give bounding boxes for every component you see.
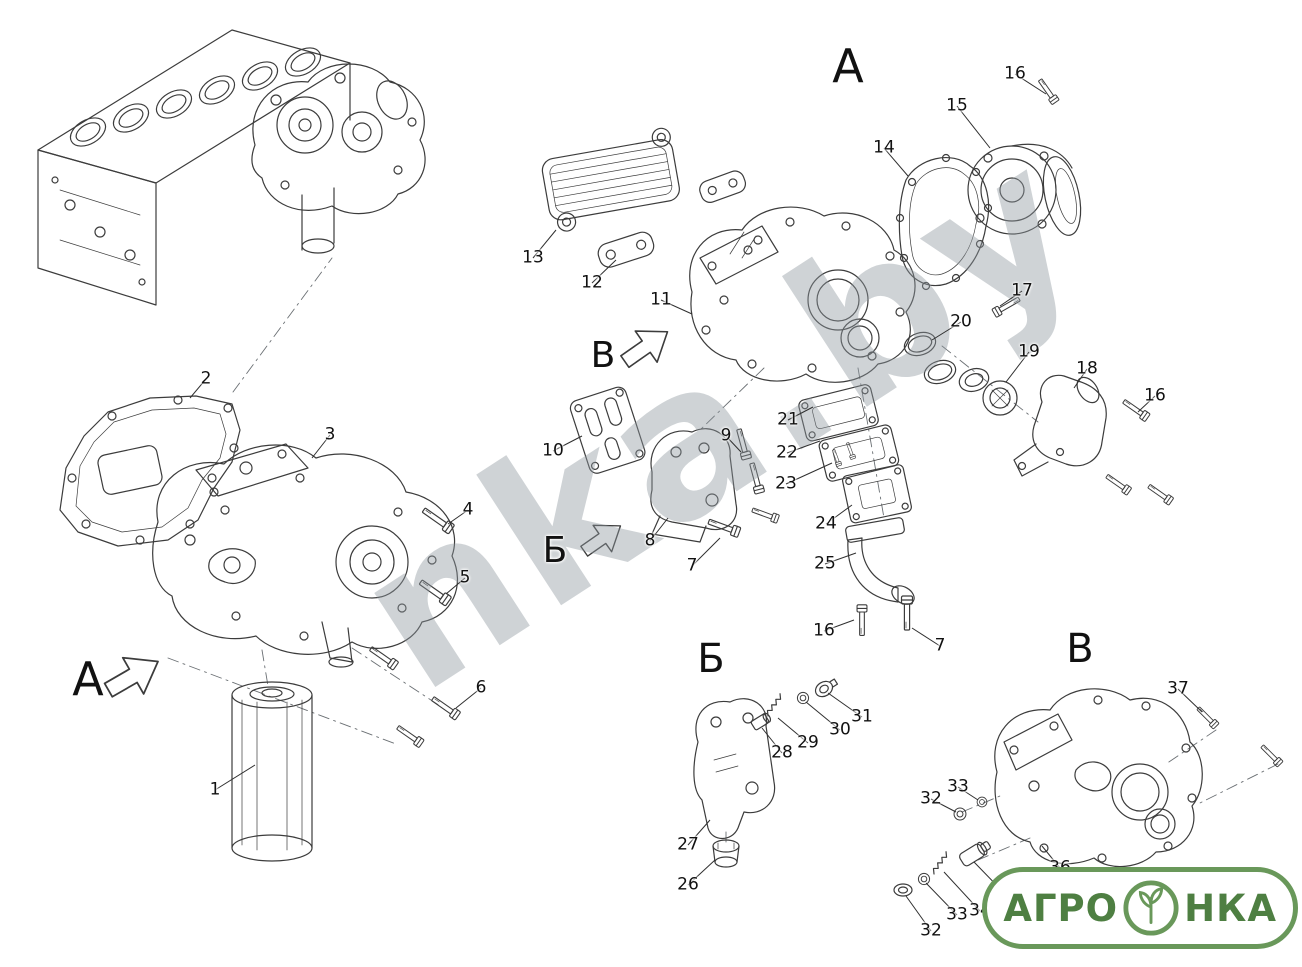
plug-26-drawing — [712, 839, 740, 868]
leader-line — [956, 105, 991, 149]
oil-filter-drawing — [231, 681, 313, 862]
gasket-2-drawing — [59, 395, 241, 547]
bracket-8-drawing — [650, 428, 738, 543]
bracket-27-drawing — [693, 698, 776, 840]
leader-line — [455, 687, 482, 709]
logo-leaf-icon — [1122, 879, 1180, 937]
plug-31-drawing — [814, 678, 839, 698]
leader-line — [930, 798, 957, 813]
leader-line — [649, 517, 669, 542]
leader-line — [925, 882, 958, 916]
leader-line — [827, 692, 863, 718]
leader-line — [311, 434, 331, 459]
washer-32-drawing — [893, 883, 913, 897]
leader-line — [687, 819, 711, 846]
agronka-logo: АГРО НКА — [982, 867, 1298, 949]
thermostat-drawing — [958, 367, 1018, 416]
flange-24-drawing — [841, 464, 912, 524]
gasket-14-drawing — [895, 153, 993, 291]
gasket-12-drawing — [597, 231, 655, 268]
logo-text-right: НКА — [1184, 886, 1277, 930]
housing-3-drawing — [152, 443, 458, 668]
leader-line — [687, 859, 716, 886]
housing-36-drawing — [994, 688, 1203, 868]
plunger-35-drawing — [959, 841, 991, 867]
leader-line — [445, 577, 466, 595]
leader-line — [1073, 368, 1088, 389]
leader-line — [824, 552, 857, 565]
leader-line — [931, 321, 962, 341]
engine-block-drawing — [37, 29, 351, 306]
fitting-28-drawing — [750, 712, 772, 731]
bracket-10-drawing — [569, 386, 646, 474]
outlet-elbow-drawing — [1013, 374, 1107, 477]
logo-text-left: АГРО — [1003, 886, 1119, 930]
leader-line — [805, 701, 841, 731]
leader-line — [447, 509, 469, 525]
leader-line — [785, 462, 833, 485]
leader-line — [825, 504, 853, 525]
leader-line — [905, 895, 932, 932]
oil-cooler-drawing — [541, 127, 680, 232]
water-pump-drawing — [967, 143, 1082, 236]
leader-line — [883, 147, 909, 177]
leader-line — [725, 435, 742, 453]
leader-line — [214, 764, 256, 791]
leader-line — [911, 627, 941, 647]
housing-11-drawing — [689, 170, 916, 383]
leader-line — [957, 786, 979, 801]
leader-line — [823, 619, 855, 632]
gasket-21-22-drawing — [798, 384, 900, 482]
leader-line — [1041, 845, 1061, 869]
leader-line — [1005, 351, 1030, 383]
leader-line — [1137, 395, 1156, 413]
leader-line — [777, 717, 809, 744]
leader-line — [660, 299, 693, 315]
leader-line — [786, 440, 821, 454]
leader-line — [787, 406, 814, 421]
leader-line — [1177, 688, 1203, 713]
outlet-pipe-25-drawing — [845, 517, 915, 605]
leader-line — [943, 871, 981, 912]
leader-line — [532, 229, 557, 259]
leader-line — [691, 537, 721, 567]
leader-line — [591, 259, 617, 284]
attached-pump-assembly-drawing — [251, 63, 426, 254]
leader-line — [552, 435, 583, 452]
leader-line — [999, 290, 1023, 307]
leader-line — [761, 727, 783, 754]
leader-line — [189, 378, 207, 399]
leader-line — [1014, 73, 1047, 95]
